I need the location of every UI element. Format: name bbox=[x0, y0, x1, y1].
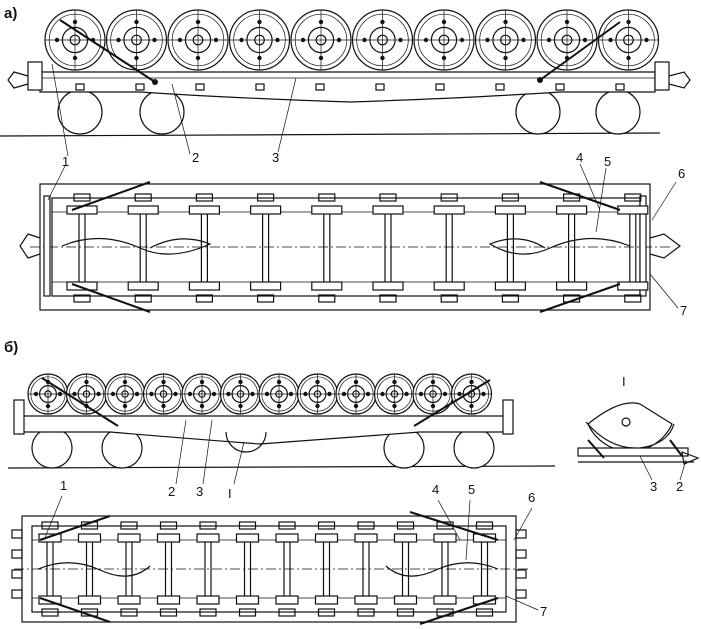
drum-top-view bbox=[433, 193, 465, 303]
drum-top-view bbox=[275, 521, 299, 617]
wire-tie-left bbox=[41, 377, 119, 427]
center-tie-left bbox=[61, 237, 212, 255]
cable-drum bbox=[290, 9, 352, 71]
cable-drum bbox=[373, 373, 416, 415]
drum-top-view bbox=[156, 521, 181, 617]
bogie-wheel bbox=[31, 427, 73, 469]
detail-I bbox=[577, 402, 700, 481]
cable-drum bbox=[258, 373, 300, 415]
wire-tie-right bbox=[539, 21, 621, 81]
drum-top-view bbox=[250, 193, 282, 303]
cable-drum bbox=[296, 373, 339, 415]
view-b-callout-3: 3 bbox=[196, 484, 203, 499]
cable-drum bbox=[474, 9, 537, 71]
view-a-callout-4: 4 bbox=[576, 150, 583, 165]
view-a-callout-2: 2 bbox=[192, 150, 199, 165]
rail-line bbox=[7, 465, 556, 469]
view-b-callout-7: 7 bbox=[540, 604, 547, 619]
drum-top-view bbox=[393, 521, 418, 617]
cable-drum bbox=[228, 9, 291, 71]
coupler-left bbox=[19, 233, 41, 259]
cable-drum bbox=[167, 9, 229, 71]
cable-drum bbox=[27, 373, 69, 415]
bogie-wheel bbox=[57, 89, 103, 135]
cable-drum bbox=[105, 9, 168, 71]
drum-top-view bbox=[372, 193, 404, 303]
drum-top-view bbox=[494, 193, 526, 303]
drum-top-view bbox=[235, 521, 260, 617]
cable-drum bbox=[142, 373, 185, 415]
cable-drum bbox=[181, 373, 223, 415]
cable-drum bbox=[413, 9, 475, 71]
drum-top-view bbox=[617, 193, 649, 303]
platform-frame bbox=[39, 71, 656, 103]
cable-drum bbox=[65, 373, 108, 415]
view-b-callout-4: 4 bbox=[432, 482, 439, 497]
drum-top-view bbox=[38, 521, 62, 617]
cable-drum bbox=[450, 373, 493, 415]
drum-top-view bbox=[314, 521, 339, 617]
clamp-base bbox=[577, 447, 689, 457]
cable-drum bbox=[335, 373, 377, 415]
view-a-callout-7: 7 bbox=[680, 303, 687, 318]
cable-drum bbox=[597, 9, 660, 71]
bogie-wheel bbox=[453, 427, 495, 469]
detail-callout-2: 2 bbox=[676, 479, 683, 494]
technical-drawing bbox=[0, 9, 700, 625]
view-a-plan bbox=[19, 163, 681, 313]
view-b-callout-1: 1 bbox=[60, 478, 67, 493]
bogie-wheel bbox=[595, 89, 641, 135]
detail-title: I bbox=[622, 374, 626, 389]
view-a-side-elevation bbox=[0, 9, 691, 157]
view-b-callout-2: 2 bbox=[168, 484, 175, 499]
bogie-wheel bbox=[139, 89, 185, 135]
platform-frame bbox=[21, 415, 506, 445]
drum-top-view bbox=[77, 521, 102, 617]
cable-drum bbox=[351, 9, 414, 71]
center-tie-right bbox=[488, 237, 631, 255]
coupler-right bbox=[668, 71, 691, 89]
view-a-callout-1: 1 bbox=[62, 154, 69, 169]
drum-top-view bbox=[196, 521, 220, 617]
drum-top-view bbox=[354, 521, 378, 617]
rail-line bbox=[0, 132, 661, 137]
view-b-plan bbox=[11, 495, 539, 625]
view-b-side-elevation bbox=[7, 373, 556, 485]
detail-I-marker bbox=[225, 431, 267, 453]
drum-top-view bbox=[117, 521, 141, 617]
bogie-wheel bbox=[515, 89, 561, 135]
detail-callout-3: 3 bbox=[650, 479, 657, 494]
cable-drum bbox=[536, 9, 598, 71]
view-b-callout-6: 6 bbox=[528, 490, 535, 505]
cable-drum bbox=[104, 373, 146, 415]
drum-top-view bbox=[311, 193, 343, 303]
buffer-right bbox=[654, 61, 670, 91]
cable-drum bbox=[412, 373, 454, 415]
view-b-callout-I: I bbox=[228, 486, 232, 501]
coupler-right bbox=[649, 233, 681, 259]
view-a-tag: а) bbox=[4, 5, 17, 22]
coupler-left bbox=[7, 71, 29, 89]
wire-tie-left bbox=[59, 19, 156, 83]
drum-top-view bbox=[66, 193, 98, 303]
view-a-callout-6: 6 bbox=[678, 166, 685, 181]
cable-drum bbox=[44, 9, 106, 71]
view-b-tag: б) bbox=[4, 339, 18, 356]
drum-segment bbox=[587, 402, 673, 452]
view-a-callout-3: 3 bbox=[272, 150, 279, 165]
view-a-callout-5: 5 bbox=[604, 154, 611, 169]
buffer-left bbox=[27, 61, 43, 91]
view-b-callout-5: 5 bbox=[468, 482, 475, 497]
cable-drum bbox=[219, 373, 262, 415]
drum-top-view bbox=[472, 521, 497, 617]
wire-tie-right bbox=[413, 379, 491, 427]
